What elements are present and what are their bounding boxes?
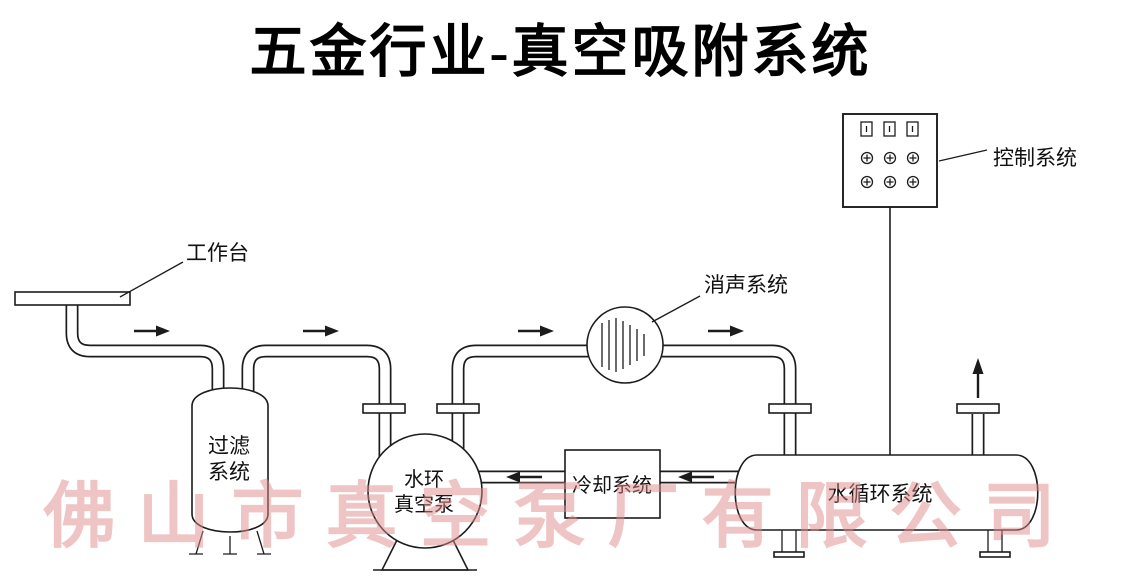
filter-vessel	[191, 387, 269, 533]
button-icon-mark	[863, 154, 871, 162]
filter-label-line1: 过滤	[208, 434, 250, 458]
cooling-label: 冷却系统	[572, 474, 652, 497]
pipe-workbench-filter-inner	[67, 300, 223, 400]
filter-leg	[189, 530, 204, 555]
workbench	[14, 291, 131, 306]
muffler-grill-lines	[601, 318, 645, 372]
muffler	[586, 306, 664, 384]
pipe-pump-muffler-inner	[453, 346, 590, 455]
workbench-label: 工作台	[186, 241, 249, 265]
vacuum-pump	[367, 433, 483, 571]
control-cabinet-switches	[860, 121, 920, 189]
water-tank-label: 水循环系统	[828, 482, 933, 506]
labels: 控制系统 工作台 消声系统 过滤 系统 水环 真空泵 冷却系统 水循环系统	[186, 146, 1077, 516]
switch-icon	[906, 121, 919, 137]
button-icon-mark	[886, 154, 894, 162]
muffler-body	[586, 306, 664, 384]
flange	[768, 403, 812, 414]
cooling-box	[564, 449, 661, 519]
flow-arrow-right	[325, 325, 339, 337]
flow-arrow-up	[972, 358, 984, 374]
pump-label-line2: 真空泵	[394, 493, 454, 516]
leader-lines	[119, 149, 988, 323]
flow-arrows	[134, 325, 984, 483]
tank-foot	[979, 551, 1011, 558]
tank-leg	[987, 530, 1003, 552]
flange	[362, 403, 406, 414]
button-icon	[906, 151, 920, 165]
flow-arrow-right	[540, 325, 554, 337]
button-icon	[883, 151, 897, 165]
control-leader-line	[938, 149, 988, 162]
cooling-body	[564, 449, 661, 519]
tank-foot	[773, 551, 805, 558]
button-icon	[860, 151, 874, 165]
button-icon-mark	[886, 178, 894, 186]
pipe-muffler-tank-inner	[660, 346, 795, 462]
button-icon	[883, 175, 897, 189]
diagram-title: 五金行业-真空吸附系统	[249, 21, 872, 84]
pipe-filter-pump-inner	[243, 346, 390, 460]
button-icon	[906, 175, 920, 189]
filter-leg	[256, 530, 271, 555]
muffler-leader-line	[651, 295, 701, 323]
flow-arrow-left	[506, 471, 520, 483]
filter-leg	[223, 536, 237, 555]
button-icon-mark	[863, 178, 871, 186]
tank-leg	[781, 530, 797, 552]
tank-body	[734, 454, 1039, 531]
control-label: 控制系统	[993, 146, 1077, 170]
pump-body	[367, 433, 483, 549]
flange	[956, 403, 1000, 414]
flange	[436, 403, 480, 414]
button-icon-mark	[909, 154, 917, 162]
workbench-top	[14, 291, 131, 306]
filter-tank	[189, 387, 271, 555]
switch-icon	[860, 121, 873, 137]
muffler-label: 消声系统	[704, 273, 788, 297]
flow-arrow-right	[156, 325, 170, 337]
flanges	[362, 403, 1000, 414]
switch-icon	[883, 121, 896, 137]
pump-label-line1: 水环	[404, 468, 444, 491]
water-tank	[734, 454, 1039, 558]
button-icon	[860, 175, 874, 189]
pipe-pump-muffler	[451, 344, 590, 455]
flow-arrow-right	[730, 325, 744, 337]
filter-label-line2: 系统	[208, 460, 250, 484]
button-icon-mark	[909, 178, 917, 186]
flow-arrow-left	[678, 471, 692, 483]
control-cabinet	[842, 113, 938, 208]
workbench-leader-line	[119, 261, 184, 298]
